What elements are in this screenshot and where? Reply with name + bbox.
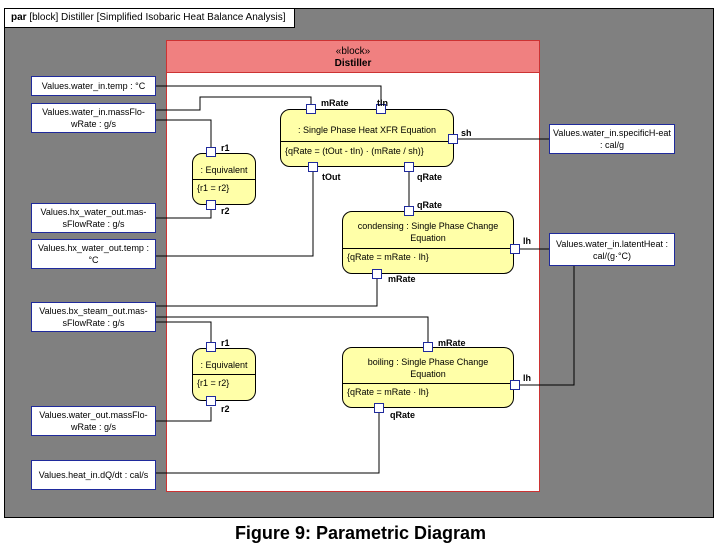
wire-r2-top — [155, 210, 212, 219]
block-header: «block» Distiller — [167, 41, 539, 73]
wire-tin — [155, 85, 382, 104]
constraint-equivalent-top-title: : Equivalent — [200, 165, 248, 175]
port-label-xfr-mrate: mRate — [321, 98, 349, 108]
wire-r2-bottom — [155, 407, 212, 422]
constraint-heat-xfr[interactable]: : Single Phase Heat XFR Equation {qRate … — [280, 109, 454, 167]
value-hx-water-out-massflow[interactable]: Values.hx_water_out.mas-sFlowRate : g/s — [31, 203, 156, 233]
port-label-xfr-tout: tOut — [322, 172, 341, 182]
wire-mrate-xfr — [155, 96, 312, 111]
wire-r1-top — [155, 119, 212, 147]
frame-kind: par — [11, 12, 27, 23]
port-boiling-lh[interactable] — [510, 380, 520, 390]
frame-header: par [block] Distiller [Simplified Isobar… — [5, 9, 295, 28]
port-label-boiling-mrate: mRate — [438, 338, 466, 348]
value-bx-steam-out-massflow[interactable]: Values.bx_steam_out.mas-sFlowRate : g/s — [31, 302, 156, 332]
separator — [343, 248, 513, 249]
constraint-equivalent-bottom-title: : Equivalent — [200, 360, 248, 370]
port-label-condensing-qrate: qRate — [417, 200, 443, 210]
value-water-in-massflow[interactable]: Values.water_in.massFlo-wRate : g/s — [31, 103, 156, 133]
constraint-condensing[interactable]: condensing : Single Phase Change Equatio… — [342, 211, 514, 274]
separator — [281, 141, 453, 142]
port-condensing-mrate[interactable] — [372, 269, 382, 279]
constraint-heat-xfr-title: : Single Phase Heat XFR Equation — [297, 125, 437, 135]
port-xfr-tout[interactable] — [308, 162, 318, 172]
port-eq-bottom-r2[interactable] — [206, 396, 216, 406]
constraint-heat-xfr-equation: {qRate = (tOut - tIn) · (mRate / sh)} — [285, 146, 424, 156]
port-boiling-mrate[interactable] — [423, 342, 433, 352]
separator — [193, 179, 255, 180]
constraint-equivalent-top[interactable]: : Equivalent {r1 = r2} — [192, 153, 256, 205]
port-label-condensing-lh: lh — [523, 236, 531, 246]
separator — [193, 374, 255, 375]
constraint-boiling-title: boiling : Single Phase Change Equation — [367, 357, 489, 379]
port-label-xfr-sh: sh — [461, 128, 472, 138]
port-xfr-qrate[interactable] — [404, 162, 414, 172]
constraint-condensing-equation: {qRate = mRate · lh} — [347, 252, 429, 262]
port-eq-bottom-r1[interactable] — [206, 342, 216, 352]
value-water-in-temp[interactable]: Values.water_in.temp : °C — [31, 76, 156, 96]
port-condensing-lh[interactable] — [510, 244, 520, 254]
wire-mrate-boiling — [155, 316, 429, 342]
value-heat-in-dqdt[interactable]: Values.heat_in.dQ/dt : cal/s — [31, 460, 156, 490]
constraint-boiling[interactable]: boiling : Single Phase Change Equation {… — [342, 347, 514, 408]
value-hx-water-out-temp[interactable]: Values.hx_water_out.temp : °C — [31, 239, 156, 269]
port-label-eq-bottom-r1: r1 — [221, 338, 230, 348]
port-label-boiling-qrate: qRate — [390, 410, 416, 420]
port-xfr-mrate[interactable] — [306, 104, 316, 114]
port-label-eq-top-r2: r2 — [221, 206, 230, 216]
wire-tout — [155, 172, 314, 257]
port-label-eq-bottom-r2: r2 — [221, 404, 230, 414]
port-label-xfr-qrate: qRate — [417, 172, 443, 182]
figure-caption: Figure 9: Parametric Diagram — [234, 523, 487, 543]
wire-lh-boiling — [520, 266, 575, 386]
value-water-out-massflow[interactable]: Values.water_out.massFlo-wRate : g/s — [31, 406, 156, 436]
wire-r1-bottom — [155, 321, 212, 342]
wire-mrate-condensing — [155, 279, 378, 307]
value-water-in-latent-heat[interactable]: Values.water_in.latentHeat : cal/(g·°C) — [549, 233, 675, 266]
port-label-boiling-lh: lh — [523, 373, 531, 383]
constraint-boiling-equation: {qRate = mRate · lh} — [347, 387, 429, 397]
port-eq-top-r2[interactable] — [206, 200, 216, 210]
port-eq-top-r1[interactable] — [206, 147, 216, 157]
port-label-eq-top-r1: r1 — [221, 143, 230, 153]
frame-title: [block] Distiller [Simplified Isobaric H… — [29, 12, 286, 23]
block-stereotype: «block» — [335, 46, 371, 57]
wire-qrate-boiling — [155, 413, 380, 474]
constraint-equivalent-top-equation: {r1 = r2} — [197, 183, 230, 193]
constraint-condensing-title: condensing : Single Phase Change Equatio… — [357, 221, 499, 243]
port-label-condensing-mrate: mRate — [388, 274, 416, 284]
port-label-xfr-tin: tIn — [377, 98, 388, 108]
block-name: Distiller — [334, 58, 372, 69]
constraint-equivalent-bottom[interactable]: : Equivalent {r1 = r2} — [192, 348, 256, 401]
constraint-equivalent-bottom-equation: {r1 = r2} — [197, 378, 230, 388]
port-condensing-qrate[interactable] — [404, 206, 414, 216]
port-xfr-sh[interactable] — [448, 134, 458, 144]
separator — [343, 383, 513, 384]
port-boiling-qrate[interactable] — [374, 403, 384, 413]
port-xfr-tin[interactable] — [376, 104, 386, 114]
value-water-in-specific-heat[interactable]: Values.water_in.specificH-eat : cal/g — [549, 124, 675, 154]
